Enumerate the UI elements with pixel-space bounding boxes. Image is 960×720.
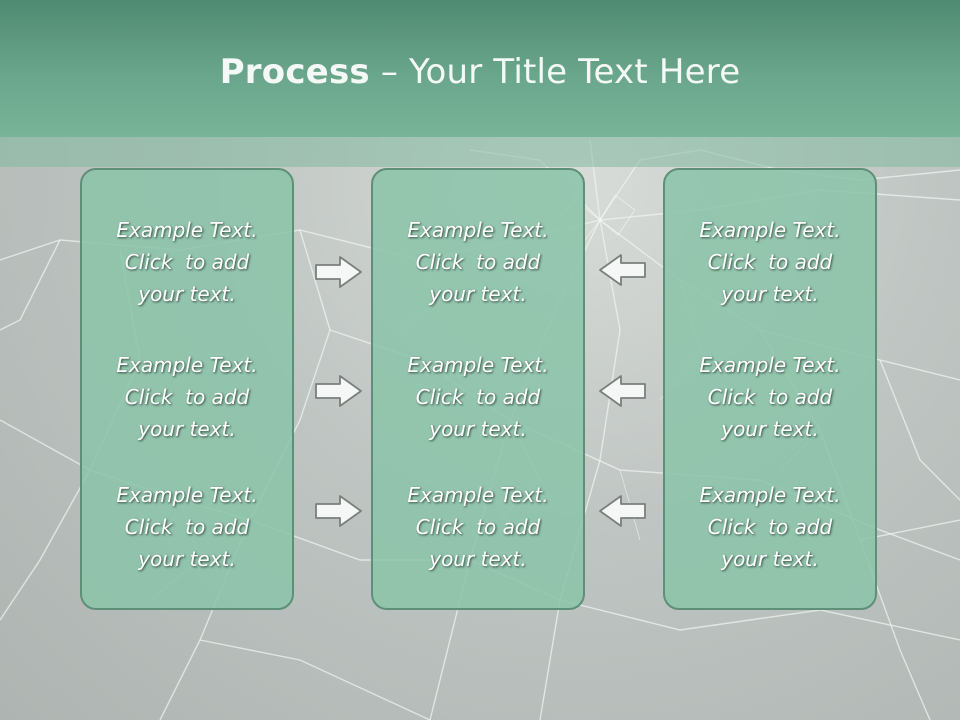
text-line: your text. — [721, 282, 819, 306]
text-line: Example Text. — [407, 483, 549, 507]
arrow-right-icon — [315, 375, 362, 407]
text-placeholder[interactable]: Example Text. Click to add your text. — [665, 349, 875, 445]
text-line: your text. — [138, 547, 236, 571]
text-line: your text. — [429, 547, 527, 571]
text-line: Example Text. — [699, 483, 841, 507]
text-line: Example Text. — [116, 483, 258, 507]
process-box-center[interactable]: Example Text. Click to add your text. Ex… — [371, 168, 585, 610]
text-line: your text. — [429, 417, 527, 441]
title-bold: Process — [219, 52, 370, 92]
text-line: Click to add — [707, 385, 833, 409]
arrow-right-icon — [315, 256, 362, 288]
text-line: Example Text. — [699, 218, 841, 242]
text-line: your text. — [138, 417, 236, 441]
banner-strip — [0, 137, 960, 167]
text-line: Example Text. — [116, 353, 258, 377]
text-line: Example Text. — [407, 353, 549, 377]
text-line: Click to add — [707, 250, 833, 274]
text-line: Example Text. — [407, 218, 549, 242]
text-placeholder[interactable]: Example Text. Click to add your text. — [665, 214, 875, 310]
process-box-left[interactable]: Example Text. Click to add your text. Ex… — [80, 168, 294, 610]
text-placeholder[interactable]: Example Text. Click to add your text. — [82, 349, 292, 445]
process-box-right[interactable]: Example Text. Click to add your text. Ex… — [663, 168, 877, 610]
text-line: Click to add — [415, 385, 541, 409]
text-line: your text. — [138, 282, 236, 306]
text-line: Click to add — [415, 515, 541, 539]
title-rest: – Your Title Text Here — [369, 52, 741, 92]
text-line: Click to add — [124, 385, 250, 409]
text-placeholder[interactable]: Example Text. Click to add your text. — [82, 479, 292, 575]
slide-title[interactable]: Process – Your Title Text Here — [0, 52, 960, 92]
text-line: your text. — [721, 417, 819, 441]
text-line: your text. — [721, 547, 819, 571]
text-line: your text. — [429, 282, 527, 306]
text-line: Click to add — [124, 250, 250, 274]
text-placeholder[interactable]: Example Text. Click to add your text. — [82, 214, 292, 310]
text-line: Click to add — [415, 250, 541, 274]
text-placeholder[interactable]: Example Text. Click to add your text. — [373, 349, 583, 445]
arrow-left-icon — [599, 375, 646, 407]
text-placeholder[interactable]: Example Text. Click to add your text. — [373, 214, 583, 310]
text-line: Example Text. — [699, 353, 841, 377]
text-placeholder[interactable]: Example Text. Click to add your text. — [665, 479, 875, 575]
arrow-right-icon — [315, 495, 362, 527]
arrow-left-icon — [599, 495, 646, 527]
text-line: Click to add — [124, 515, 250, 539]
title-banner — [0, 0, 960, 137]
text-line: Click to add — [707, 515, 833, 539]
text-placeholder[interactable]: Example Text. Click to add your text. — [373, 479, 583, 575]
text-line: Example Text. — [116, 218, 258, 242]
arrow-left-icon — [599, 254, 646, 286]
